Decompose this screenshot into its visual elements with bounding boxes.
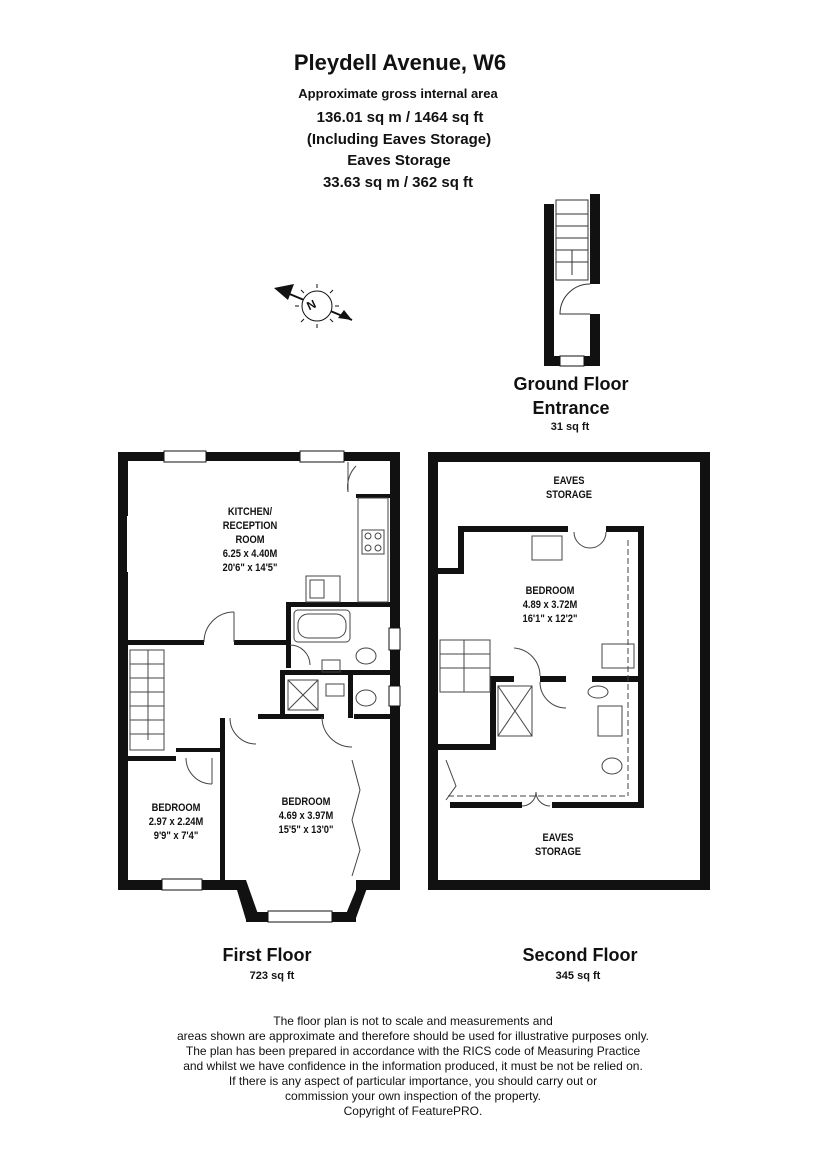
ground-floor-plan <box>544 194 600 367</box>
second-floor-title: Second Floor <box>522 945 638 965</box>
page-title: Pleydell Avenue, W6 <box>293 50 507 75</box>
bedroom-small-metric: 2.97 x 2.24M <box>148 816 204 828</box>
eaves-top-line2: STORAGE <box>545 489 593 501</box>
kitchen-name-2: RECEPTION <box>222 520 278 532</box>
area-subtitle: Approximate gross internal area <box>298 86 498 101</box>
kitchen-name-1: KITCHEN/ <box>227 506 273 518</box>
bedroom-small-imperial: 9'9" x 7'4" <box>153 830 199 842</box>
kitchen-label: KITCHEN/ RECEPTION ROOM 6.25 x 4.40M 20'… <box>208 505 293 575</box>
second-bedroom-name: BEDROOM <box>525 585 575 597</box>
first-floor-plan <box>118 450 401 923</box>
eaves-area: 33.63 sq m / 362 sq ft <box>322 174 474 191</box>
bedroom-main-imperial: 15'5" x 13'0" <box>278 824 334 836</box>
kitchen-name-3: ROOM <box>235 534 265 546</box>
bedroom-main-name: BEDROOM <box>281 796 331 808</box>
second-bedroom-label: BEDROOM 4.89 x 3.72M 16'1" x 12'2" <box>508 584 593 626</box>
including-note: (Including Eaves Storage) <box>306 131 492 148</box>
bedroom-small-name: BEDROOM <box>151 802 201 814</box>
disclaimer-line-5: If there is any aspect of particular imp… <box>228 1074 598 1088</box>
second-bedroom-metric: 4.89 x 3.72M <box>522 599 578 611</box>
disclaimer-line-7: Copyright of FeaturePRO. <box>343 1104 483 1118</box>
first-floor-area: 723 sq ft <box>249 970 295 982</box>
bedroom-main-label: BEDROOM 4.69 x 3.97M 15'5" x 13'0" <box>264 795 349 837</box>
eaves-top-line1: EAVES <box>553 475 585 487</box>
disclaimer-line-3: The plan has been prepared in accordance… <box>185 1044 641 1058</box>
ground-floor-entrance: Entrance <box>532 398 610 418</box>
eaves-bottom-line2: STORAGE <box>534 846 582 858</box>
north-arrow-icon <box>274 284 353 328</box>
first-floor-fixtures <box>129 462 389 877</box>
eaves-storage-top: EAVES STORAGE <box>527 474 612 502</box>
second-floor-plan <box>428 452 710 890</box>
disclaimer-line-6: commission your own inspection of the pr… <box>285 1089 541 1103</box>
kitchen-metric: 6.25 x 4.40M <box>222 548 278 560</box>
ground-floor-title: Ground Floor <box>513 374 629 394</box>
second-floor-area: 345 sq ft <box>555 970 601 982</box>
bedroom-main-metric: 4.69 x 3.97M <box>278 810 334 822</box>
disclaimer: The floor plan is not to scale and measu… <box>113 1014 713 1119</box>
second-floor-fixtures <box>439 531 635 807</box>
bedroom-small-label: BEDROOM 2.97 x 2.24M 9'9" x 7'4" <box>134 801 219 843</box>
second-bedroom-imperial: 16'1" x 12'2" <box>522 613 578 625</box>
kitchen-imperial: 20'6" x 14'5" <box>222 562 278 574</box>
total-area: 136.01 sq m / 1464 sq ft <box>316 109 484 126</box>
disclaimer-line-1: The floor plan is not to scale and measu… <box>273 1014 553 1028</box>
eaves-bottom-line1: EAVES <box>542 832 574 844</box>
ground-floor-area: 31 sq ft <box>550 421 590 433</box>
disclaimer-line-2: areas shown are approximate and therefor… <box>176 1029 650 1043</box>
eaves-label: Eaves Storage <box>347 152 451 169</box>
disclaimer-line-4: and whilst we have confidence in the inf… <box>183 1059 643 1073</box>
eaves-storage-bottom: EAVES STORAGE <box>516 831 601 859</box>
first-floor-title: First Floor <box>222 945 312 965</box>
